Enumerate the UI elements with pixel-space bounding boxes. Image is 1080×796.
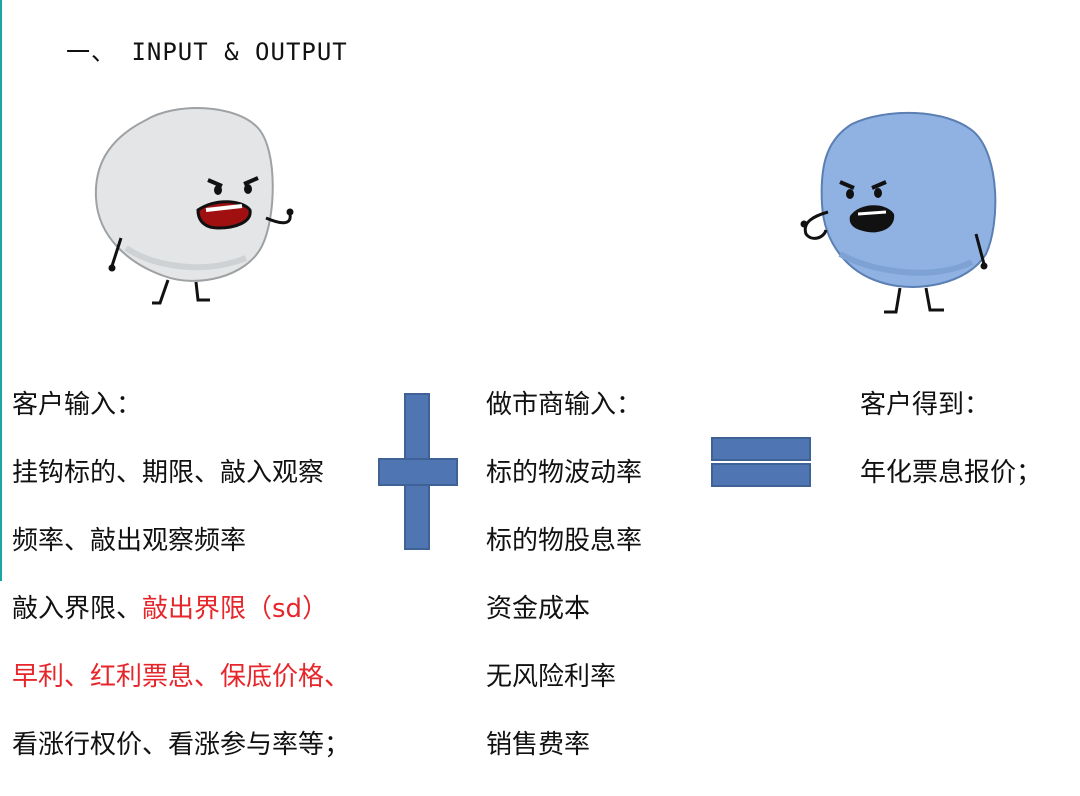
client-output-line: 年化票息报价；	[860, 456, 1042, 490]
market-maker-item: 无风险利率	[486, 660, 642, 694]
client-input-text: 敲入界限、	[12, 594, 142, 624]
left-edge-line	[0, 0, 2, 581]
blue-snowball-character-icon	[796, 104, 1018, 318]
client-output-heading: 客户得到：	[860, 388, 1042, 422]
slide-title: 一、 INPUT & OUTPUT	[66, 32, 348, 67]
market-maker-item: 资金成本	[486, 592, 642, 626]
client-input-line: 挂钩标的、期限、敲入观察	[12, 456, 350, 490]
market-maker-input-block: 做市商输入： 标的物波动率 标的物股息率 资金成本 无风险利率 销售费率	[486, 354, 642, 796]
client-output-block: 客户得到： 年化票息报价；	[860, 354, 1042, 524]
client-input-highlight: 敲出界限（sd）	[142, 594, 328, 624]
client-input-block: 客户输入： 挂钩标的、期限、敲入观察 频率、敲出观察频率 敲入界限、敲出界限（s…	[12, 354, 350, 796]
equals-icon	[711, 437, 811, 461]
client-input-line: 敲入界限、敲出界限（sd）	[12, 592, 350, 626]
client-input-heading: 客户输入：	[12, 388, 350, 422]
market-maker-item: 销售费率	[486, 728, 642, 762]
market-maker-heading: 做市商输入：	[486, 388, 642, 422]
equals-icon-bar	[711, 463, 811, 487]
plus-icon-bar	[378, 458, 458, 486]
client-input-highlight-line: 早利、红利票息、保底价格、	[12, 660, 350, 694]
market-maker-item: 标的物波动率	[486, 456, 642, 490]
client-input-line: 频率、敲出观察频率	[12, 524, 350, 558]
market-maker-item: 标的物股息率	[486, 524, 642, 558]
client-input-line: 看涨行权价、看涨参与率等；	[12, 728, 350, 762]
white-snowball-character-icon	[86, 98, 306, 310]
